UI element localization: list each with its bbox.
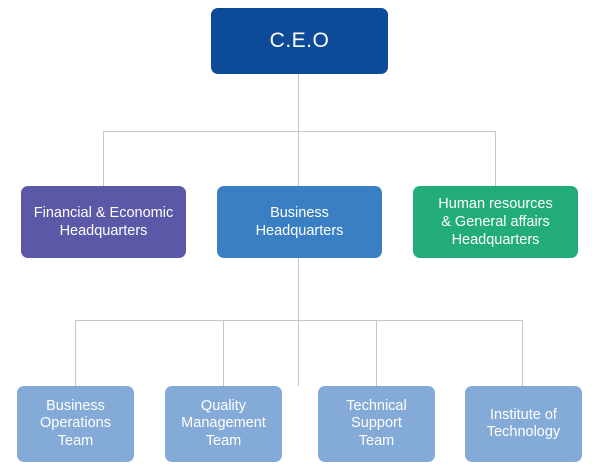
ceo-box: C.E.O [211,8,388,74]
quality-management-team-label: Quality Management Team [181,397,266,449]
connector-business-trunk [298,258,299,386]
connector-team-quality [223,320,224,386]
financial-economic-headquarters-box: Financial & Economic Headquarters [21,186,186,258]
connector-team-support [376,320,377,386]
business-headquarters-box: Business Headquarters [217,186,382,258]
business-operations-team-label: Business Operations Team [40,397,111,449]
business-headquarters-label: Business Headquarters [255,205,344,239]
business-operations-team-box: Business Operations Team [17,386,134,462]
technical-support-team-box: Technical Support Team [318,386,435,462]
human-resources-headquarters-box: Human resources & General affairs Headqu… [413,186,578,258]
human-resources-headquarters-label: Human resources & General affairs Headqu… [438,196,553,248]
connector-hq-financial [103,131,104,186]
connector-hq-bar [103,131,496,132]
ceo-label: C.E.O [269,29,330,52]
financial-economic-headquarters-label: Financial & Economic Headquarters [33,205,174,239]
quality-management-team-box: Quality Management Team [165,386,282,462]
technical-support-team-label: Technical Support Team [346,397,407,449]
connector-team-institute [522,320,523,386]
institute-of-technology-label: Institute of Technology [486,406,561,441]
connector-hq-hr [495,131,496,186]
connector-team-operations [75,320,76,386]
institute-of-technology-box: Institute of Technology [465,386,582,462]
connector-ceo-trunk [298,74,299,186]
connector-team-bar [75,320,523,321]
